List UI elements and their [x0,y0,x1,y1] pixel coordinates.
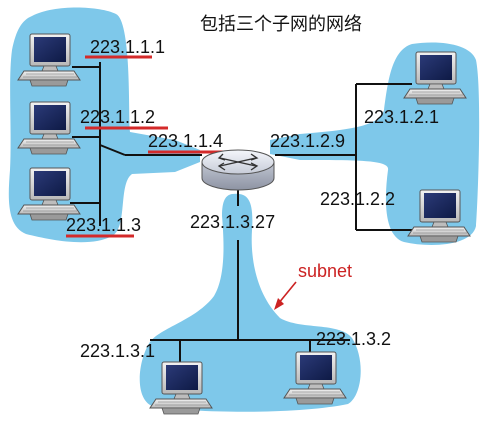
network-links [70,62,412,362]
ip-223-1-3-1: 223.1.3.1 [80,341,156,361]
address-underlines [66,55,226,238]
ip-223-1-1-3: 223.1.1.3 [66,215,142,235]
router-icon [201,149,275,191]
ip-223-1-3-2: 223.1.3.2 [316,329,392,349]
ip-223-1-2-2: 223.1.2.2 [320,189,396,209]
diagram-title: 包括三个子网的网络 [200,14,362,35]
ip-223-1-2-1: 223.1.2.1 [364,107,440,127]
subnet-annotation: subnet [298,261,353,281]
ip-223-1-3-27: 223.1.3.27 [190,212,276,232]
subnet-arrow-icon [274,281,297,310]
ip-223-1-1-4: 223.1.1.4 [148,131,224,151]
ip-223-1-2-9: 223.1.2.9 [270,131,346,151]
ip-223-1-1-1: 223.1.1.1 [90,37,166,57]
ip-223-1-1-2: 223.1.1.2 [80,107,156,127]
